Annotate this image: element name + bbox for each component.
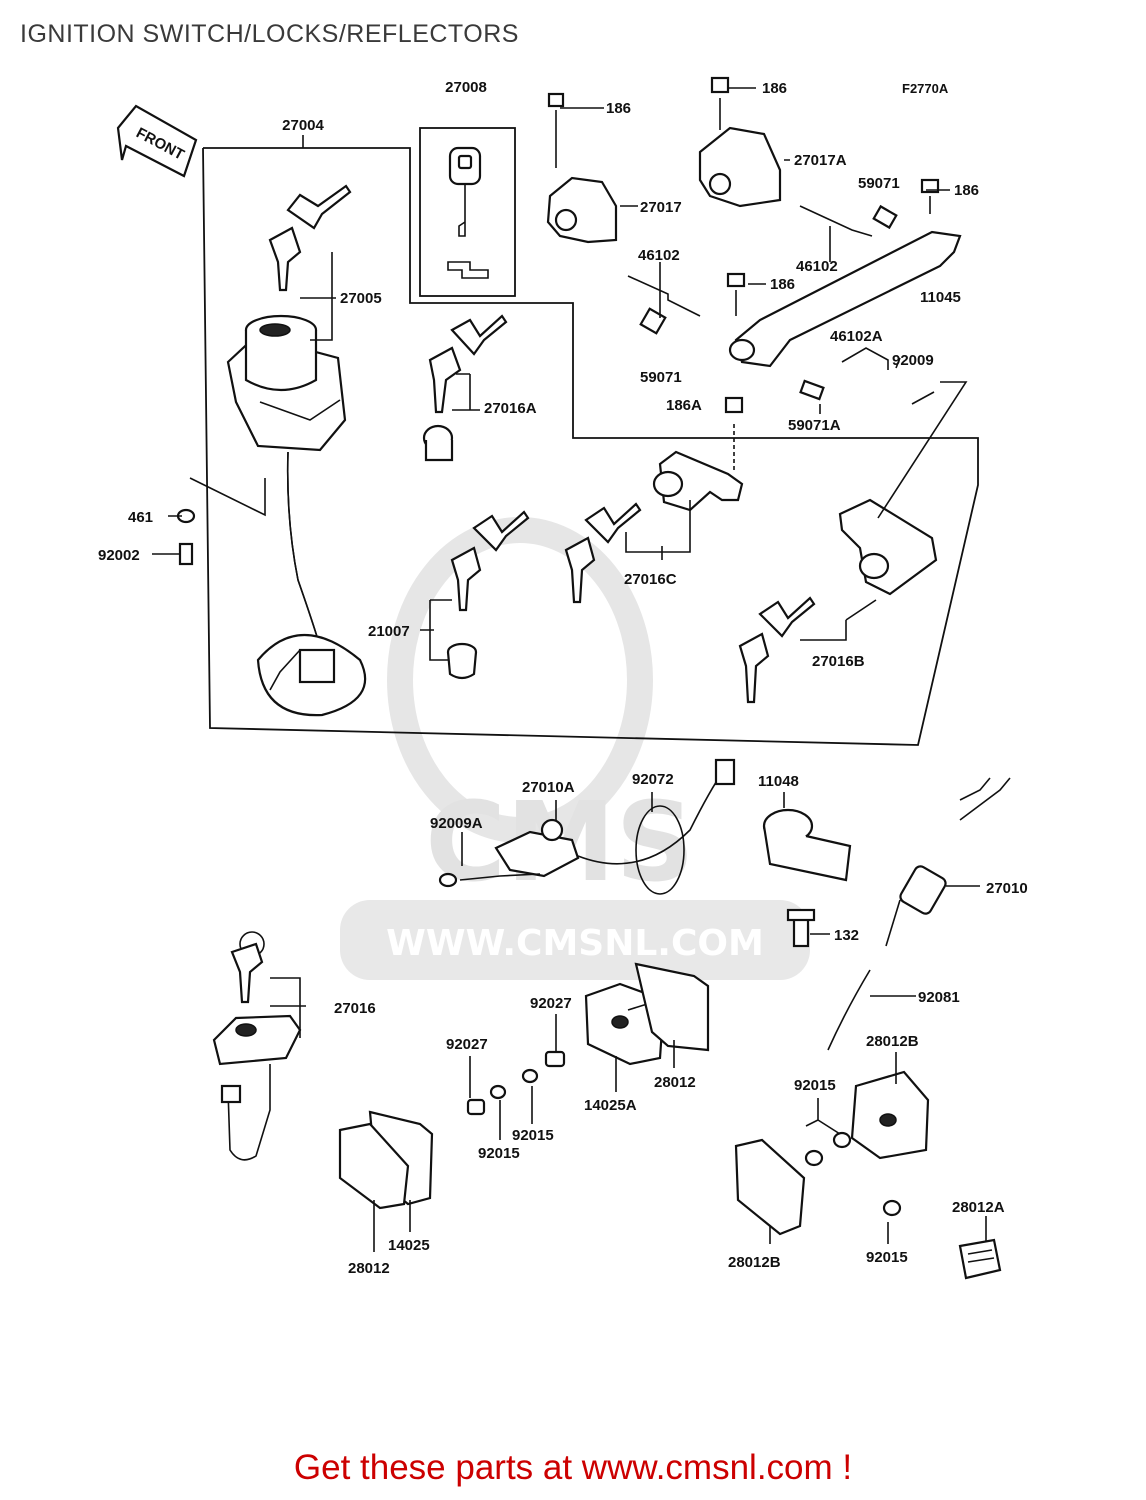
callout-label: 11048 <box>758 773 799 790</box>
page-title: IGNITION SWITCH/LOCKS/REFLECTORS <box>20 20 519 48</box>
callout-label: 92002 <box>98 547 140 564</box>
callout-label: 92015 <box>794 1077 836 1094</box>
reflector-28012B-upper <box>850 1070 930 1160</box>
callout-label: 92015 <box>866 1249 908 1266</box>
bolt-132 <box>786 908 816 948</box>
callout-label: 59071A <box>788 417 841 434</box>
callout-label: 27008 <box>445 79 487 96</box>
callout-label: 27017A <box>794 152 847 169</box>
clamp-59071A <box>799 379 825 401</box>
key-set-27005 <box>268 184 352 292</box>
bolt-92002 <box>178 542 194 566</box>
callout-label: 21007 <box>368 623 410 640</box>
callout-label: 28012 <box>654 1074 696 1091</box>
seat-lock-27016C <box>652 396 744 512</box>
front-arrow: FRONT <box>116 104 198 178</box>
callout-label: 59071 <box>640 369 682 386</box>
callout-label: 27010 <box>986 880 1028 897</box>
spacer-92027-right <box>544 1050 566 1068</box>
callout-label: 186 <box>762 80 787 97</box>
callout-label: 186A <box>666 397 702 414</box>
callout-label: 92027 <box>446 1036 488 1053</box>
callout-label: 59071 <box>858 175 900 192</box>
nut-92015-b <box>521 1068 539 1084</box>
callout-label: 27016C <box>624 571 677 588</box>
lock-27016B <box>838 498 938 596</box>
switch-27010A <box>438 758 736 888</box>
switch-27010 <box>885 777 1011 947</box>
spring-92081 <box>827 969 871 1051</box>
nut-92015-a <box>489 1084 507 1100</box>
cms-watermark: CMS WWW.CMSNL.COM <box>340 517 810 980</box>
key-blank-frame <box>419 127 516 297</box>
callout-label: 27016A <box>484 400 537 417</box>
parts-diagram: CMS WWW.CMSNL.COM FRONT <box>98 76 1028 1280</box>
callout-label: 11045 <box>920 289 961 306</box>
callout-label: 92081 <box>918 989 960 1006</box>
callout-label: 14025A <box>584 1097 637 1114</box>
callout-label: 461 <box>128 509 153 526</box>
helmet-lock-27017 <box>546 92 618 244</box>
nut-92015-c <box>804 1149 824 1167</box>
reflector-28012A <box>958 1238 1002 1280</box>
callout-label: 186 <box>606 100 631 117</box>
ignition-switch <box>226 314 367 717</box>
callout-label: 92015 <box>512 1127 554 1144</box>
band-92072 <box>635 805 685 895</box>
clamp-59071 <box>639 307 667 335</box>
callout-label: 46102 <box>796 258 838 275</box>
callout-labels: 27008 186 186 F2770A 27004 27017A 59071 … <box>98 79 1028 1277</box>
callout-label: 92027 <box>530 995 572 1012</box>
callout-label: 28012B <box>728 1254 781 1271</box>
callout-label: 46102A <box>830 328 883 345</box>
spacer-92027-left <box>466 1098 486 1116</box>
wire-46102-left <box>627 275 701 317</box>
callout-label: 14025 <box>388 1237 430 1254</box>
wire-46102A <box>841 347 889 370</box>
callout-label: 92009 <box>892 352 934 369</box>
bracket-11048 <box>762 808 852 882</box>
ignition-switch-set-frame <box>202 147 979 746</box>
callout-label: 92072 <box>632 771 674 788</box>
callout-label: 186 <box>770 276 795 293</box>
wire-46102-right <box>799 205 873 237</box>
lock-set-27016A <box>422 314 508 462</box>
callout-label: 132 <box>834 927 859 944</box>
key-set-27016C <box>564 502 642 604</box>
callout-label: 92015 <box>478 1145 520 1162</box>
callout-label: 28012A <box>952 1199 1005 1216</box>
lock-27016 <box>212 931 302 1161</box>
nut-92015-e <box>882 1199 902 1217</box>
callout-label: 28012B <box>866 1033 919 1050</box>
callout-label: 28012 <box>348 1260 390 1277</box>
key-set-21007 <box>446 510 530 680</box>
callout-label: 27005 <box>340 290 382 307</box>
callout-label: 27017 <box>640 199 682 216</box>
helmet-lock-27017A <box>698 76 782 208</box>
nut-92015-d <box>832 1131 852 1149</box>
callout-label: 27016 <box>334 1000 376 1017</box>
callout-label: 92009A <box>430 815 483 832</box>
callout-label: 186 <box>954 182 979 199</box>
bolt-92009 <box>911 391 935 405</box>
callout-label: 27016B <box>812 653 865 670</box>
clamp-59071-upper <box>872 204 898 230</box>
reflector-28012-lower <box>338 1122 410 1210</box>
callout-label: 46102 <box>638 247 680 264</box>
lock-bar-11045 <box>728 230 962 368</box>
watermark-url: WWW.CMSNL.COM <box>386 923 764 964</box>
callout-label: 27004 <box>282 117 324 134</box>
callout-label: 27010A <box>522 779 575 796</box>
figure-code: F2770A <box>902 81 949 96</box>
reflector-28012-upper <box>634 962 710 1052</box>
key-set-27016B <box>738 596 816 704</box>
footer-link-text[interactable]: Get these parts at www.cmsnl.com ! <box>293 1448 853 1487</box>
reflector-28012B-lower <box>734 1138 806 1236</box>
